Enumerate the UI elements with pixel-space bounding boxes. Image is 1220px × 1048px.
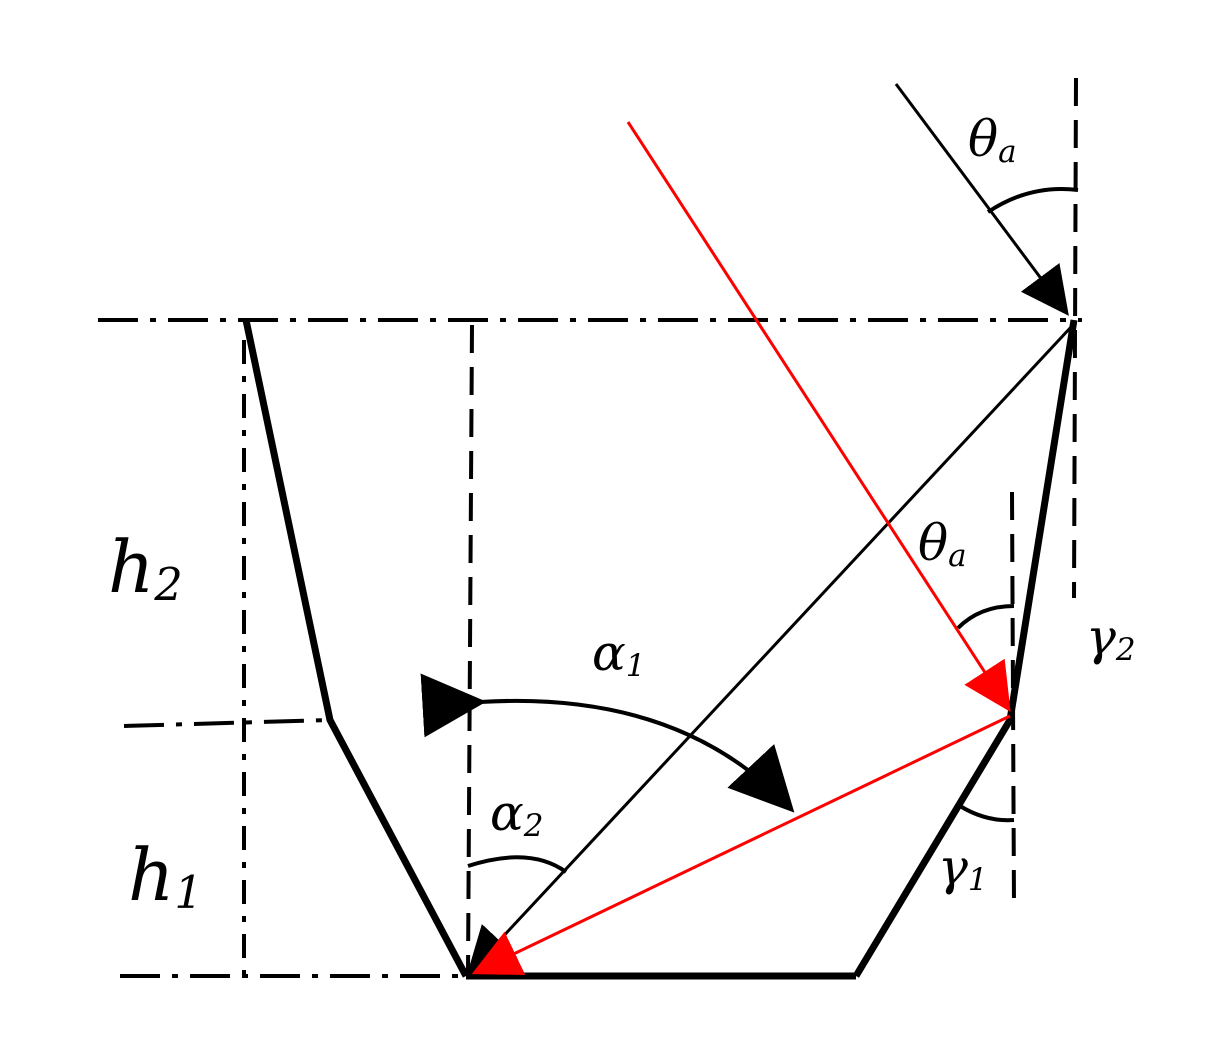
arc-theta-top (986, 186, 1079, 214)
arc-theta-mid (956, 604, 1015, 630)
label-gamma1: γ1 (938, 838, 988, 898)
diagonal-ray-black (466, 324, 1074, 976)
normal-right-mid (1010, 491, 1016, 907)
reference-lines-horizontal (98, 318, 1082, 978)
label-h1: h1 (128, 833, 203, 919)
middle-level-line (123, 718, 331, 728)
normal-center (466, 324, 474, 973)
normal-right-top (1072, 77, 1078, 599)
red-incident-ray (626, 121, 1011, 713)
label-theta-top: θa (968, 110, 1017, 170)
red-reflected-ray (471, 714, 1011, 975)
label-h2: h2 (108, 525, 183, 611)
arc-alpha1 (420, 673, 795, 813)
label-theta-mid: θa (918, 514, 967, 574)
red-rays (471, 121, 1011, 975)
label-alpha1: α1 (592, 624, 646, 684)
cup-outline (242, 319, 1078, 980)
right-wall (853, 319, 1078, 978)
normal-lines (466, 77, 1078, 973)
left-wall (242, 319, 470, 978)
arc-gamma1 (958, 804, 1015, 823)
angle-arcs (420, 186, 1079, 874)
label-alpha2: α2 (490, 784, 544, 844)
arc-alpha2 (467, 855, 568, 874)
incident-ray-black (894, 83, 1069, 316)
label-gamma2: γ2 (1086, 608, 1136, 668)
